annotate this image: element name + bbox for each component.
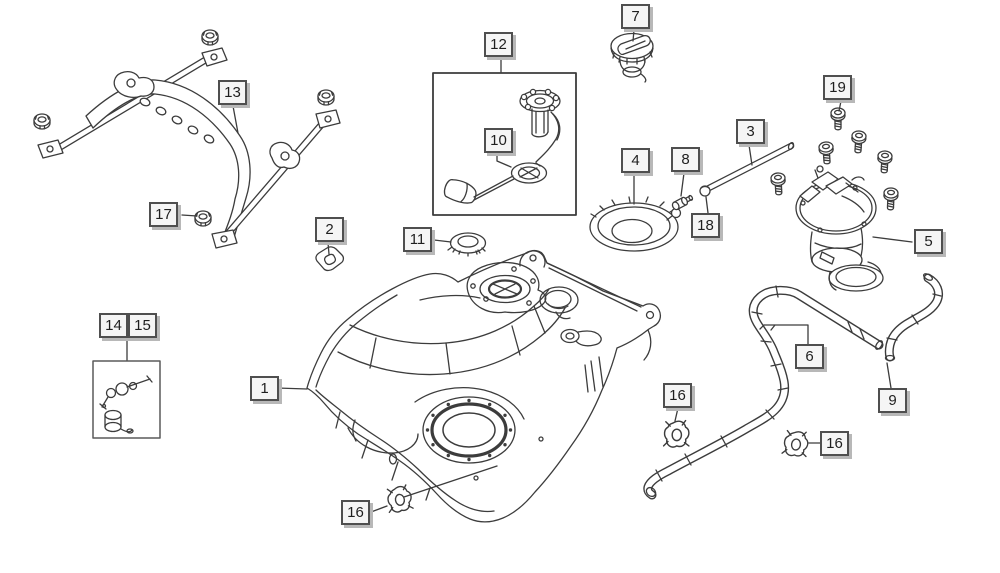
- callout-part-16-right[interactable]: 16: [820, 431, 849, 456]
- callout-part-2[interactable]: 2: [315, 217, 344, 242]
- callout-part-16-left[interactable]: 16: [663, 383, 692, 408]
- fuel-filler-cap-drawing: [610, 32, 654, 83]
- valve-kit-drawing: [92, 360, 161, 439]
- callout-part-15[interactable]: 15: [128, 313, 157, 338]
- callout-part-7[interactable]: 7: [621, 4, 650, 29]
- callout-part-9[interactable]: 9: [878, 388, 907, 413]
- vent-hose-drawing: [884, 273, 944, 362]
- fuel-hose-drawing: [643, 285, 884, 500]
- callout-part-4[interactable]: 4: [621, 148, 650, 173]
- callout-part-3[interactable]: 3: [736, 119, 765, 144]
- seal-ring-drawing: [447, 232, 487, 257]
- lock-ring-drawing: [589, 196, 682, 252]
- small-fitting-drawing: [671, 194, 694, 211]
- callout-part-16-bottom[interactable]: 16: [341, 500, 370, 525]
- fuel-sender-unit-drawing: [432, 72, 577, 216]
- callout-part-14[interactable]: 14: [99, 313, 128, 338]
- callout-part-19[interactable]: 19: [823, 75, 852, 100]
- callout-part-11[interactable]: 11: [403, 227, 432, 252]
- callout-part-6[interactable]: 6: [795, 344, 824, 369]
- callout-part-8[interactable]: 8: [671, 147, 700, 172]
- tank-strap-assembly-drawing: [33, 29, 341, 249]
- fuel-pump-module-drawing: [795, 165, 884, 292]
- callout-part-17[interactable]: 17: [149, 202, 178, 227]
- fuel-tank-drawing: [306, 249, 661, 523]
- callout-part-13[interactable]: 13: [218, 80, 247, 105]
- callout-part-18[interactable]: 18: [691, 213, 720, 238]
- callout-part-5[interactable]: 5: [914, 229, 943, 254]
- callout-part-1[interactable]: 1: [250, 376, 279, 401]
- leader-lines: [126, 29, 913, 513]
- small-gasket-drawing: [315, 246, 345, 272]
- callout-part-10[interactable]: 10: [484, 128, 513, 153]
- fuel-tube-drawing: [699, 141, 795, 197]
- callout-part-12[interactable]: 12: [484, 32, 513, 57]
